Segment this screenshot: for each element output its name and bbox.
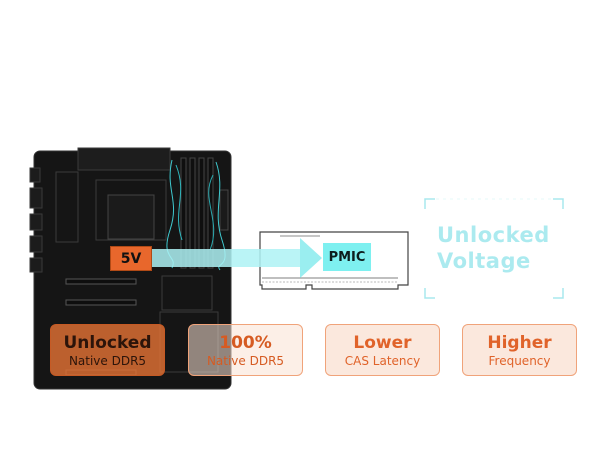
feature-card-lower-latency: Lower CAS Latency xyxy=(325,324,440,376)
feature-subtitle: Frequency xyxy=(488,354,551,368)
pmic-label: PMIC xyxy=(323,243,371,271)
feature-card-100-percent: 100% Native DDR5 xyxy=(188,324,303,376)
feature-card-unlocked: Unlocked Native DDR5 xyxy=(50,324,165,376)
feature-title: Higher xyxy=(487,333,552,353)
feature-subtitle: CAS Latency xyxy=(344,354,421,368)
unlocked-voltage-line2: Voltage xyxy=(437,249,531,273)
bracket-frame-icon xyxy=(424,198,564,299)
feature-subtitle: Native DDR5 xyxy=(206,354,285,368)
feature-card-higher-frequency: Higher Frequency xyxy=(462,324,577,376)
unlocked-voltage-label: Unlocked Voltage xyxy=(437,222,550,274)
unlocked-voltage-line1: Unlocked xyxy=(437,223,550,247)
feature-title: 100% xyxy=(219,333,272,353)
voltage-5v-badge: 5V xyxy=(110,246,152,271)
feature-title: Unlocked xyxy=(63,333,152,353)
arrow-icon xyxy=(152,238,322,278)
feature-title: Lower xyxy=(353,333,412,353)
feature-subtitle: Native DDR5 xyxy=(68,354,147,368)
